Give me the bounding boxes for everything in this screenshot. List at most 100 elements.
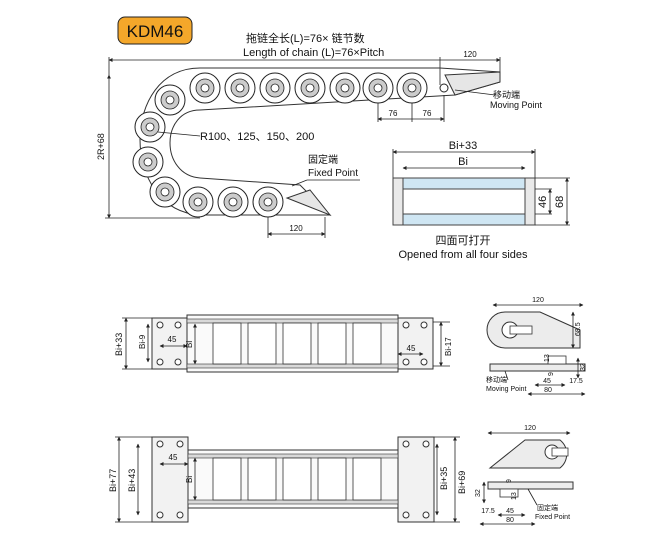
roller — [252, 186, 284, 218]
b2-17-5: 17.5 — [481, 508, 495, 515]
plan2-bi77: Bi+77 — [108, 469, 118, 492]
lower-rollers — [182, 186, 284, 218]
badge-background — [117, 16, 193, 45]
bolt-hole — [176, 511, 184, 519]
bolt-hole — [174, 358, 182, 366]
plan2-bi35: Bi+35 — [439, 467, 449, 490]
b1-68-5: 68.5 — [575, 322, 582, 336]
b2-45: 45 — [506, 508, 514, 515]
fixed-bracket — [285, 189, 332, 217]
b1-leader — [504, 370, 509, 381]
length-formula-en: Length of chain (L)=76×Pitch — [243, 47, 384, 59]
two-r-label: 2R+68 — [96, 133, 106, 160]
section-side-left — [392, 177, 404, 226]
b1-base-plate — [489, 363, 586, 372]
b1-32: 32 — [580, 363, 587, 371]
crossbar — [247, 322, 277, 365]
moving-point-cn: 移动端 — [493, 89, 520, 100]
section-bi33: Bi+33 — [449, 140, 477, 152]
side-view: 拖链全长(L)=76× 链节数 Length of chain (L)=76×P… — [96, 31, 543, 238]
bend-rollers — [132, 84, 186, 208]
bolt-hole — [422, 511, 430, 519]
plan1-bi: Bi — [185, 341, 194, 348]
badge-label: KDM46 — [127, 22, 184, 41]
crossbar — [352, 457, 382, 501]
b2-mount — [499, 488, 519, 498]
crossbars — [212, 457, 382, 501]
bend-outer-curve — [139, 67, 201, 216]
section-cavity — [402, 188, 526, 215]
roller — [224, 72, 256, 104]
b1-moving-en: Moving Point — [486, 386, 527, 393]
fixed-leader — [291, 179, 308, 187]
b2-13: 13 — [511, 492, 518, 500]
b2-base-plate — [487, 481, 574, 490]
bend-inner-curve — [169, 109, 201, 179]
crossbars — [212, 322, 382, 365]
crossbar — [352, 322, 382, 365]
b1-17-5: 17.5 — [569, 378, 583, 385]
bolt-hole — [156, 511, 164, 519]
side-rail-bottom — [186, 363, 399, 369]
open-four-sides-cn: 四面可打开 — [436, 233, 491, 247]
section-side-right — [524, 177, 536, 226]
bolt-hole — [402, 358, 410, 366]
roller — [329, 72, 361, 104]
side-rail-bottom — [187, 499, 399, 505]
moving-leader — [454, 89, 496, 96]
bolt-hole — [420, 358, 428, 366]
pitch-76-a: 76 — [389, 109, 398, 118]
roller — [182, 186, 214, 218]
b2-leader — [527, 488, 538, 506]
fixed-point-en: Fixed Point — [308, 168, 358, 179]
upper-rollers — [189, 72, 449, 104]
bolt-hole — [422, 440, 430, 448]
roller — [149, 176, 181, 208]
moving-end-hole — [439, 83, 449, 93]
roller — [217, 186, 249, 218]
b2-120: 120 — [524, 425, 536, 432]
roller — [189, 72, 221, 104]
b1-45: 45 — [543, 378, 551, 385]
b1-moving-cn: 移动端 — [486, 375, 507, 384]
b1-80: 80 — [544, 387, 552, 394]
radius-label: R100、125、150、200 — [200, 131, 314, 143]
radius-leader — [157, 131, 201, 137]
roller — [134, 111, 166, 143]
plan2-bi69: Bi+69 — [457, 471, 467, 494]
pitch-76-b: 76 — [423, 109, 432, 118]
length-formula-cn: 拖链全长(L)=76× 链节数 — [246, 31, 365, 45]
section-h68: 68 — [554, 196, 566, 208]
bolt-hole — [420, 321, 428, 329]
crossbar — [247, 457, 277, 501]
roller — [396, 72, 428, 104]
fixed-point-cn: 固定端 — [308, 153, 338, 166]
side-rail-top — [187, 453, 399, 459]
roller — [132, 146, 164, 178]
side-rail-top — [186, 318, 399, 324]
b1-body — [486, 311, 581, 349]
crossbar — [317, 457, 347, 501]
bolt-hole — [156, 321, 164, 329]
roller — [294, 72, 326, 104]
b1-13: 13 — [544, 354, 551, 362]
plan1-45-left: 45 — [168, 335, 177, 344]
crossbar — [212, 322, 242, 365]
bolt-hole — [156, 358, 164, 366]
crossbar — [282, 322, 312, 365]
bracket-fixed: 120 32 9 13 17.5 45 80 固定端 Fixed Point — [475, 425, 574, 526]
plan1-bi9: Bi-9 — [138, 334, 147, 349]
crossbar — [317, 322, 347, 365]
b2-slot — [551, 447, 569, 457]
roller — [259, 72, 291, 104]
b2-80: 80 — [506, 517, 514, 524]
bracket-moving: 120 68.5 13 9 32 45 17.5 80 移动端 Moving P… — [486, 297, 587, 396]
cross-section: Bi+33 Bi 46 68 四面可打开 Opened from all fou… — [392, 140, 570, 261]
plan-view-moving: Bi+33 Bi-9 45 Bi Bi-17 45 — [114, 314, 453, 373]
b1-slot — [509, 325, 533, 335]
open-four-sides-en: Opened from all four sides — [398, 249, 528, 261]
bolt-hole — [402, 321, 410, 329]
plan1-45-right: 45 — [407, 344, 416, 353]
